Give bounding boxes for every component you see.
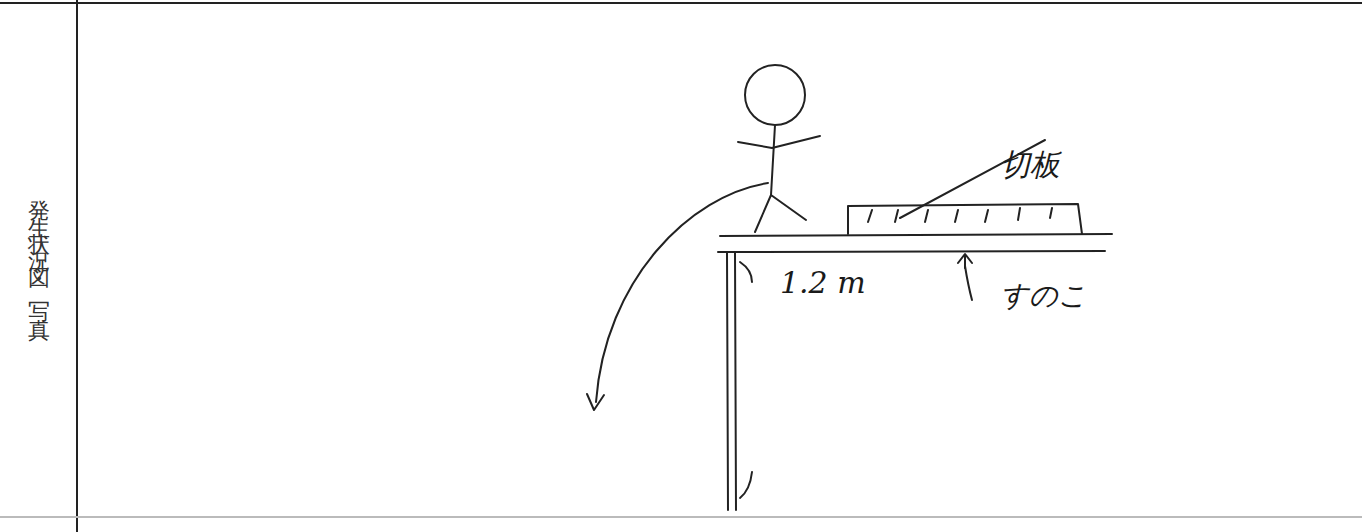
part-name: 切板 [1000,150,1060,180]
worker-body [771,125,775,195]
dimension-mark [740,472,752,498]
worker-head [745,65,805,125]
board-ticks [868,208,1052,222]
platform-post [727,252,736,510]
form-border [76,0,78,532]
dimension-mark [740,262,752,282]
table-header: 発生状況図・写真 [28,182,50,318]
platform-bottom [718,251,1105,252]
part-name: すのこ [1000,282,1087,310]
form-border [0,2,1362,4]
dimension: 1.2 m [780,268,866,298]
worker-legs [755,195,806,232]
worker-arms [738,136,820,148]
cut-board [848,204,1082,234]
form-border [0,516,1362,518]
platform-top [720,234,1112,236]
leader-line [965,266,972,300]
fall-arrow [596,183,768,402]
fall-arrow-head [587,394,604,410]
